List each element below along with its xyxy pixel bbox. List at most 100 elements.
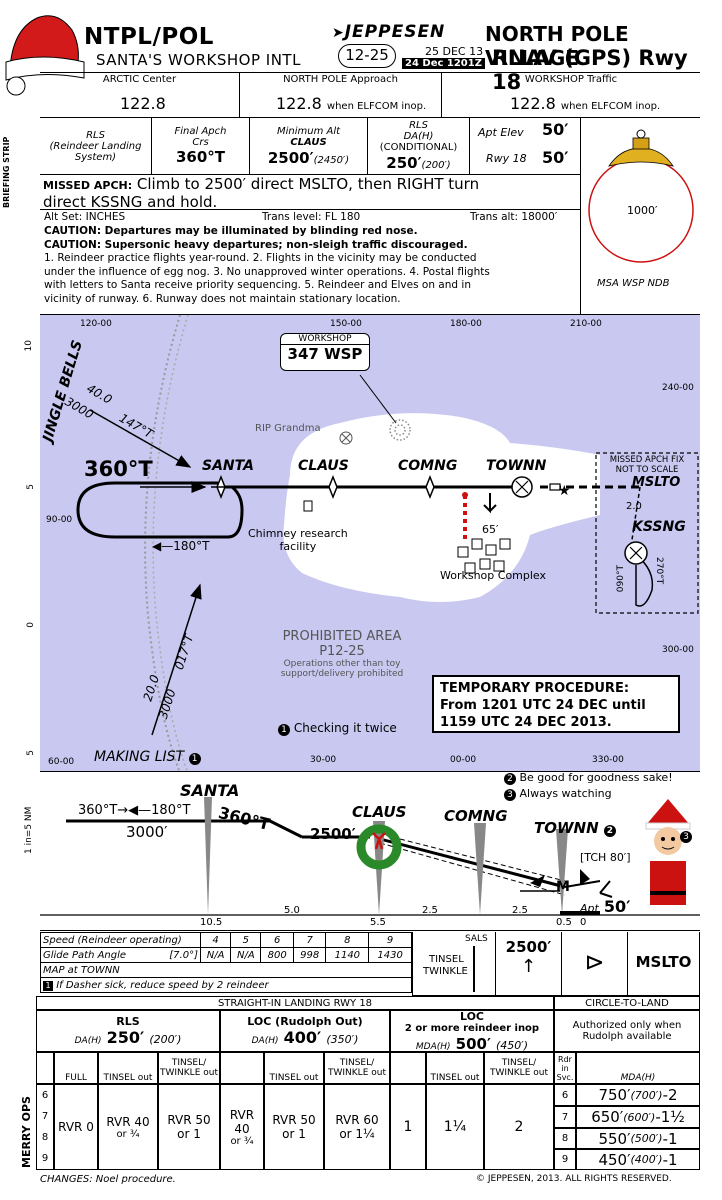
effective-date: 24 Dec 1201Z xyxy=(402,58,485,69)
glide-path-label: Glide Path Angle [7.0°] xyxy=(40,947,201,963)
speed-label: Speed (Reindeer operating) xyxy=(40,932,201,948)
profile-distance: 0 xyxy=(580,917,587,928)
rls-cell: RLS (Reindeer Landing System) xyxy=(40,118,152,174)
grid-label: 120-00 xyxy=(80,319,112,329)
comm-freq: 122.8 xyxy=(276,94,322,113)
minimums-table: STRAIGHT-IN LANDING RWY 18 CIRCLE-TO-LAN… xyxy=(36,996,700,1170)
note-line: under the influence of egg nog. 3. No un… xyxy=(44,265,490,278)
note-number-badge: 2 xyxy=(504,773,516,785)
straight-in-header: STRAIGHT-IN LANDING RWY 18 xyxy=(36,996,554,1010)
fix-santa: SANTA xyxy=(202,458,254,474)
fix-claus: CLAUS xyxy=(298,458,349,474)
circle-row: 550′(500′)-1 xyxy=(576,1128,700,1149)
scale-label: 5 xyxy=(26,484,36,490)
workshop-ndb-box: WORKSHOP 347 WSP xyxy=(280,333,370,371)
changes-note: CHANGES: Noel procedure. xyxy=(40,1174,176,1185)
profile-distance: 5.0 xyxy=(284,905,300,916)
hold-course-label: ◀—180°T xyxy=(152,539,210,553)
minimum-alt-cell: Minimum Alt CLAUS 2500′(2450′) xyxy=(250,118,368,174)
comm-freq: 122.8 xyxy=(120,94,166,113)
ma-fix: MSLTO xyxy=(628,932,700,996)
missed-fix-note: MISSED APCH FIX NOT TO SCALE xyxy=(609,455,685,475)
profile-distance: 10.5 xyxy=(200,917,223,928)
grid-label: 30-00 xyxy=(310,755,337,765)
workshop-complex-label: Workshop Complex xyxy=(440,569,547,582)
loc2-full-value: 1 xyxy=(390,1084,426,1170)
elf-icon xyxy=(636,797,700,919)
speed-footnote: 1 If Dasher sick, reduce speed by 2 rein… xyxy=(40,977,412,993)
briefing-strip-label: BRIEFING STRIP xyxy=(2,136,11,208)
profile-map-marker: M xyxy=(556,879,570,895)
circle-note: Authorized only when Rudolph available xyxy=(554,1010,700,1052)
up-arrow-icon: ↑ xyxy=(520,956,537,977)
circle-row: 450′(400′)-1 xyxy=(576,1149,700,1170)
note-line: vicinity of runway. 6. Runway does not m… xyxy=(44,292,401,305)
grid-label: 180-00 xyxy=(450,319,482,329)
obstacle-height: 65′ xyxy=(482,523,499,536)
profile-tch: [TCH 80′] xyxy=(580,851,631,864)
grid-label: 60-00 xyxy=(48,757,75,767)
note-number-badge: 3 xyxy=(680,831,692,843)
note-number-badge: 2 xyxy=(603,825,616,837)
profile-alt-2500: 2500′ xyxy=(310,825,356,843)
trans-alt: Trans alt: 18000′ xyxy=(470,211,558,223)
fix-mslto: MSLTO xyxy=(632,475,681,490)
loc2-minimums-header: LOC 2 or more reindeer inop MDA(H) 500′ … xyxy=(390,1010,554,1053)
santa-hat-icon xyxy=(2,0,92,100)
making-list-label: MAKING LIST 1 xyxy=(94,749,201,765)
hold-outbound-course: 270°T xyxy=(654,557,664,585)
merry-ops-label: MERRY OPS xyxy=(20,1096,33,1168)
jeppesen-chevron-icon: ➤ xyxy=(332,25,345,41)
grid-label: 330-00 xyxy=(592,755,624,765)
col-full: FULL xyxy=(54,1052,98,1084)
profile-fix-townn: TOWNN 2 xyxy=(534,819,616,837)
chimney-label: Chimney research facility xyxy=(248,527,348,553)
comms-row: ARCTIC Center 122.8 NORTH POLE Approach … xyxy=(40,72,700,118)
note-number-badge: 1 xyxy=(188,753,201,765)
notes-block: Alt Set: INCHES Trans level: FL 180 Tran… xyxy=(44,211,580,307)
profile-diagram xyxy=(40,797,700,916)
scale-label: 0 xyxy=(26,622,36,628)
grid-label: 90-00 xyxy=(46,515,73,525)
prohibited-area: PROHIBITED AREA P12-25 Operations other … xyxy=(280,629,404,679)
hold-inbound-course: 090°T xyxy=(616,565,626,593)
caution-2: CAUTION: Supersonic heavy departures; no… xyxy=(44,238,468,251)
speed-table: Speed (Reindeer operating) 4 5 6 7 8 9 G… xyxy=(40,932,412,996)
profile-fix-claus: CLAUS xyxy=(352,803,407,821)
sals-box: SALS TINSEL TWINKLE xyxy=(412,932,496,996)
alt-setting: Alt Set: INCHES xyxy=(44,211,126,223)
chart-index: 12-25 xyxy=(338,44,396,68)
scale-label: 10 xyxy=(24,340,34,352)
circle-rdr: 8 xyxy=(554,1128,576,1149)
circle-row: 650′(600′)-1½ xyxy=(576,1106,700,1128)
col-tinsel-out: TINSEL out xyxy=(98,1052,158,1084)
profile-distance: 2.5 xyxy=(512,905,528,916)
col-tinsel-twinkle-out: TINSEL/ TWINKLE out xyxy=(324,1052,390,1084)
final-course-cell: Final Apch Crs 360°T xyxy=(152,118,250,174)
grid-label: 240-00 xyxy=(662,383,694,393)
trans-level: Trans level: FL 180 xyxy=(262,211,361,223)
rip-label: RIP Grandma xyxy=(255,423,321,434)
airport-icao: NTPL/POL xyxy=(84,24,214,50)
comm-note: when ELFCOM inop. xyxy=(326,101,427,112)
row-labels: 6 7 8 9 xyxy=(36,1084,54,1170)
col-mda: MDA(H) xyxy=(576,1052,700,1084)
briefing-row: RLS (Reindeer Landing System) Final Apch… xyxy=(40,118,580,175)
scale-label: 5 xyxy=(26,750,36,756)
caution-1: CAUTION: Departures may be illuminated b… xyxy=(44,225,418,237)
ma-icons-row: SALS TINSEL TWINKLE 2500′ ↑ ⊳ MSLTO xyxy=(412,932,700,996)
rls-minimums-header: RLS DA(H) 250′ (200′) xyxy=(36,1010,220,1052)
arrow-icon: →◀— xyxy=(117,803,152,818)
direct-to-icon: ⊳ xyxy=(562,932,628,996)
note-line: 1. Reindeer practice flights year-round.… xyxy=(44,252,477,265)
loc-minimums-header: LOC (Rudolph Out) DA(H) 400′ (350′) xyxy=(220,1010,390,1052)
comm-workshop-traffic: WORKSHOP Traffic 122.8 when ELFCOM inop. xyxy=(510,74,661,113)
grid-label: 150-00 xyxy=(330,319,362,329)
note-line: with letters to Santa receive priority s… xyxy=(44,279,471,292)
sals-lights-icon xyxy=(473,946,475,992)
airport-name: SANTA'S WORKSHOP INTL xyxy=(96,51,301,69)
